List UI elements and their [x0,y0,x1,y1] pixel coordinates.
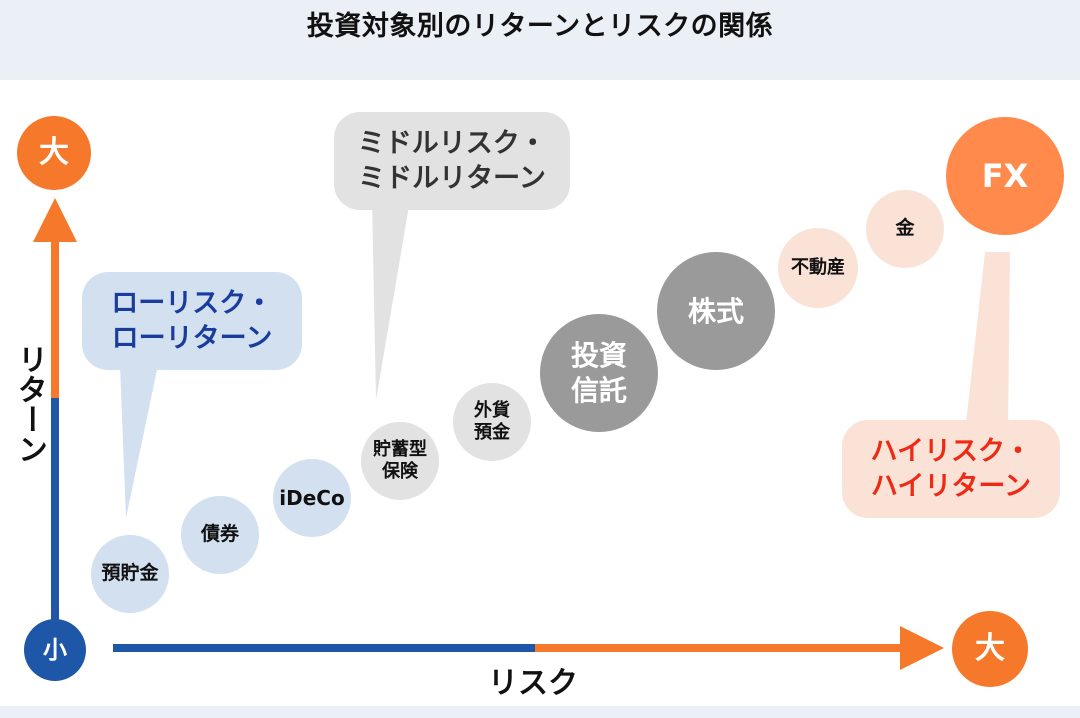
mid-callout-tail [372,200,410,400]
investment-bonds: 債券 [181,496,259,574]
investment-savings-insurance: 貯蓄型 保険 [361,422,439,500]
investment-ideco: iDeCo [273,459,351,537]
y-axis-lower [51,398,59,620]
x-axis-arrowhead [900,626,944,670]
low-risk-callout: ローリスク・ ローリターン [82,272,302,370]
origin-marker: 小 [24,619,86,681]
y-axis-label: リターン [12,344,47,464]
mid-risk-callout: ミドルリスク・ ミドルリターン [334,112,570,210]
investment-mutual-fund: 投資 信託 [540,314,658,432]
investment-stocks: 株式 [657,252,775,370]
high-risk-callout: ハイリスク・ ハイリターン [842,420,1060,518]
x-axis-max-marker: 大 [952,611,1028,687]
footer-band [0,706,1080,718]
x-axis-right [535,644,905,652]
investment-gold: 金 [866,190,944,268]
title-bar: 投資対象別のリターンとリスクの関係 [0,0,1080,80]
y-axis-upper [51,238,59,398]
y-axis-max-marker: 大 [17,116,91,190]
investment-foreign-deposit: 外貨 預金 [453,383,531,461]
x-axis-label: リスク [488,666,578,701]
page-title: 投資対象別のリターンとリスクの関係 [306,11,774,42]
x-axis-left [113,644,535,652]
investment-real-estate: 不動産 [778,228,858,308]
low-callout-tail [120,365,158,518]
investment-fx: FX [946,117,1064,235]
y-axis-arrowhead [33,198,77,242]
high-callout-tail [965,252,1010,432]
investment-savings: 預貯金 [91,535,169,613]
